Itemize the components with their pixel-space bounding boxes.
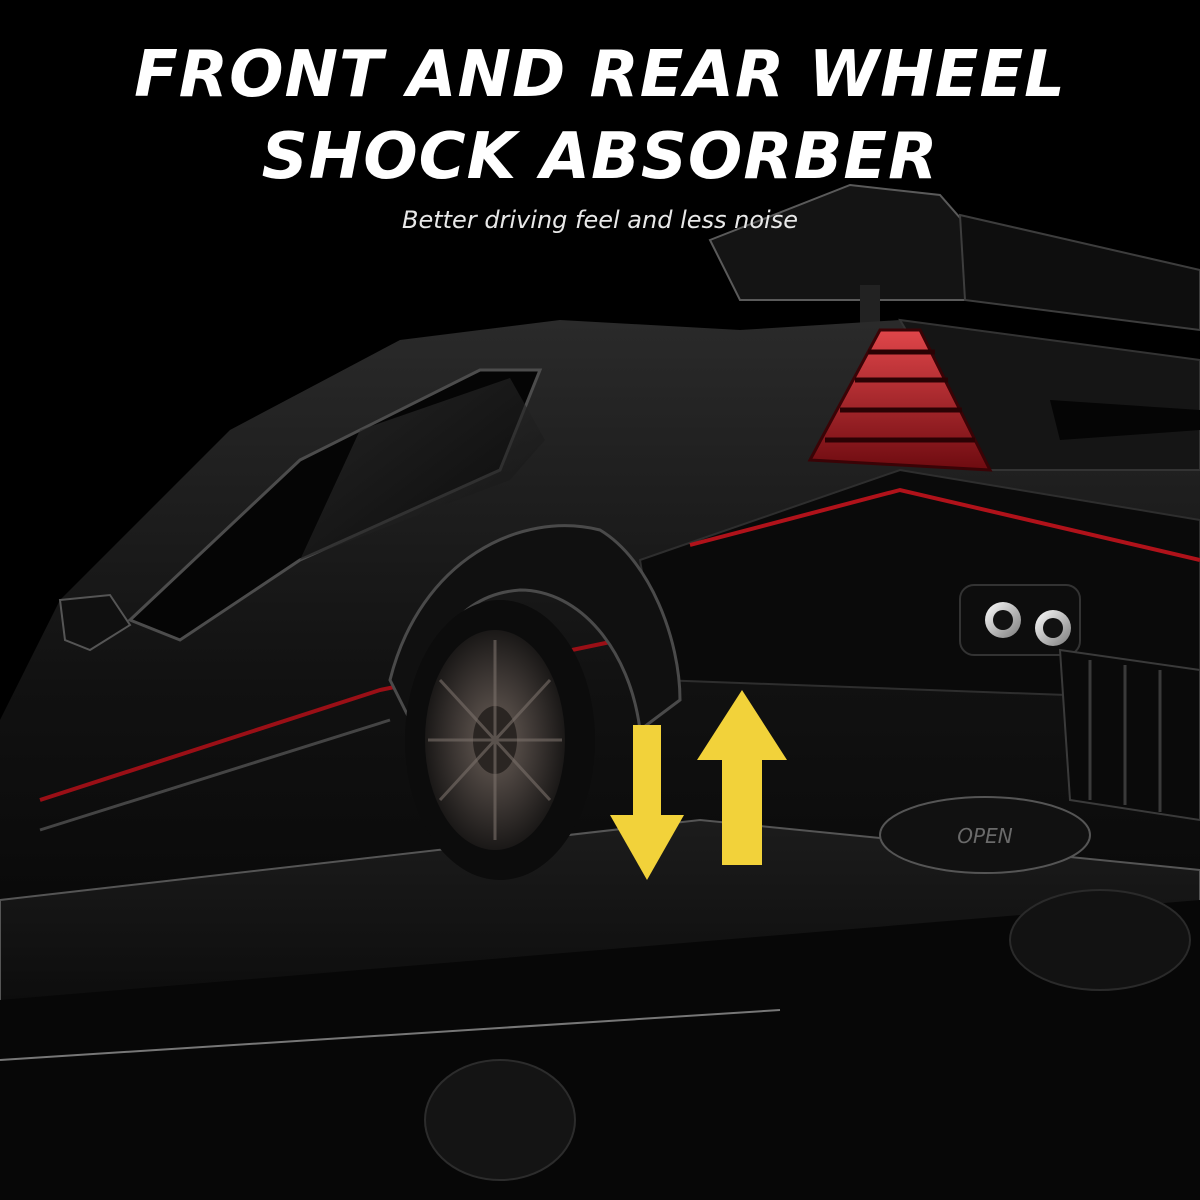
- exhaust-pipes: [959, 584, 1081, 656]
- rear-diffuser: [1058, 648, 1200, 822]
- chassis-floor: OPEN: [0, 796, 1200, 1200]
- headline-block: FRONT AND REAR WHEEL SHOCK ABSORBER Bett…: [0, 34, 1200, 238]
- open-badge: OPEN: [957, 824, 1012, 848]
- tail-light: [807, 328, 993, 472]
- headline-line-1: FRONT AND REAR WHEEL: [134, 38, 1066, 112]
- headline-subtitle: Better driving feel and less noise: [402, 206, 798, 234]
- arrow-up-icon: [697, 690, 787, 865]
- headline-line-2: SHOCK ABSORBER: [261, 120, 939, 194]
- arrow-down-icon: [610, 725, 684, 880]
- battery-hatch: [879, 796, 1091, 874]
- rear-spoiler: [708, 183, 1200, 332]
- rear-wheel: [388, 524, 682, 880]
